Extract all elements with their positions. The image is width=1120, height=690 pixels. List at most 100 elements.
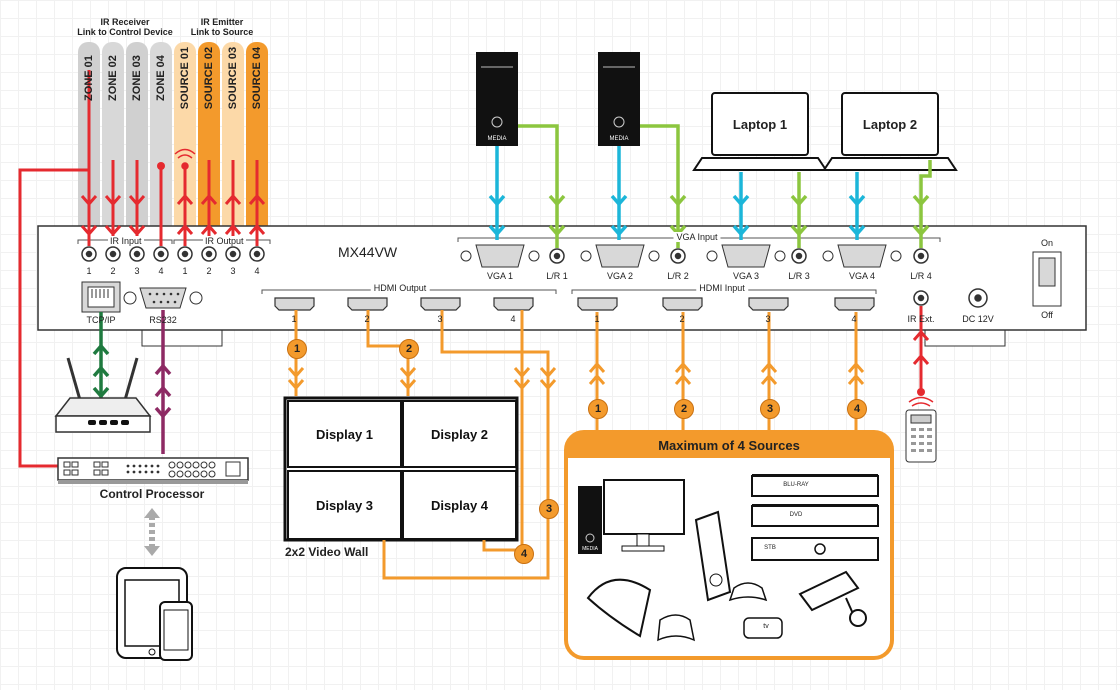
vga-input-label: VGA Input — [673, 232, 721, 242]
wireless-link-arrow — [144, 508, 160, 556]
ir-arrow-heads — [80, 193, 266, 237]
mx44vw-chassis — [37, 225, 1087, 347]
lr-port-1: L/R 1 — [546, 271, 568, 281]
ir-receiver-subtitle: Link to Control Device — [77, 27, 173, 37]
ir-cables — [18, 70, 259, 468]
pc-tower-2 — [598, 52, 640, 146]
ir-output-port-1: 1 — [182, 266, 188, 276]
hdmi-input-port-3: 3 — [765, 314, 771, 324]
control-processor-label: Control Processor — [99, 487, 205, 501]
laptop-1-label: Laptop 1 — [732, 117, 788, 132]
hdmi-output-port-4: 4 — [510, 314, 516, 324]
vga-connectors — [460, 244, 902, 268]
tcpip-label: TCP/IP — [86, 315, 116, 325]
source-01-label: SOURCE 01 — [179, 46, 191, 110]
ir-input-port-2: 2 — [110, 266, 116, 276]
power-switch — [1032, 251, 1062, 307]
ir-input-port-4: 4 — [158, 266, 164, 276]
laptop-2-graphic — [822, 92, 958, 171]
remote-graphic — [905, 396, 937, 463]
video-wall-caption: 2x2 Video Wall — [285, 545, 369, 559]
network-cables — [92, 310, 172, 454]
rs232-port — [123, 287, 203, 309]
input-marker-4: 4 — [847, 399, 867, 419]
stb-label: STB — [764, 545, 776, 551]
vga-port-4: VGA 4 — [848, 271, 876, 281]
source-04-label: SOURCE 04 — [251, 46, 263, 110]
ir-signal-icon — [174, 148, 196, 170]
zone-03-label: ZONE 03 — [131, 55, 143, 101]
laptop-2-label: Laptop 2 — [862, 117, 918, 132]
output-marker-1: 1 — [287, 339, 307, 359]
source-03-label: SOURCE 03 — [227, 46, 239, 110]
hdmi-output-port-3: 3 — [437, 314, 443, 324]
sources-box-title: Maximum of 4 Sources — [658, 438, 800, 453]
lr-port-3: L/R 3 — [788, 271, 810, 281]
input-marker-3: 3 — [760, 399, 780, 419]
display-4: Display 4 — [402, 470, 517, 540]
audio-cables — [518, 124, 932, 248]
source-appletv-graphic — [743, 617, 783, 639]
dvd-label: DVD — [789, 512, 803, 518]
output-marker-4: 4 — [514, 544, 534, 564]
ir-output-label: IR Output — [203, 236, 246, 246]
source-bluray-graphic — [751, 474, 879, 497]
device-model: MX44VW — [338, 244, 398, 260]
source-camera-graphic — [798, 570, 867, 627]
source-pc-graphic — [578, 479, 685, 554]
display-2: Display 2 — [402, 400, 517, 468]
ir-emitter-subtitle: Link to Source — [190, 27, 254, 37]
display-1: Display 1 — [287, 400, 402, 468]
input-marker-2: 2 — [674, 399, 694, 419]
bluray-label: BLU-RAY — [783, 482, 809, 488]
ir-output-port-4: 4 — [254, 266, 260, 276]
vga-port-1: VGA 1 — [486, 271, 514, 281]
ir-input-port-3: 3 — [134, 266, 140, 276]
tcpip-port — [81, 281, 121, 313]
ir-probe-icon — [157, 162, 165, 170]
source-xbox-graphic — [694, 510, 768, 602]
power-on-label: On — [1040, 238, 1054, 248]
lr-port-2: L/R 2 — [667, 271, 689, 281]
hdmi-output-port-2: 2 — [364, 314, 370, 324]
pc-tower-1 — [476, 52, 518, 146]
ir-emitter-title: IR Emitter — [200, 17, 244, 27]
ir-input-label: IR Input — [108, 236, 144, 246]
dc-12v-label: DC 12V — [962, 314, 994, 324]
hdmi-output-cables — [294, 310, 550, 580]
zone-01-label: ZONE 01 — [83, 55, 95, 101]
hdmi-output-port-1: 1 — [291, 314, 297, 324]
power-off-label: Off — [1041, 310, 1053, 320]
ir-output-port-2: 2 — [206, 266, 212, 276]
phone-graphic — [159, 601, 193, 661]
hdmi-input-label: HDMI Input — [696, 283, 748, 293]
source-ps3-graphic — [586, 578, 696, 642]
appletv-label: tv — [763, 623, 769, 630]
zone-04-label: ZONE 04 — [155, 55, 167, 101]
control-processor-graphic — [57, 457, 249, 484]
pc-2-label: MEDIA — [609, 136, 629, 142]
hdmi-input-port-1: 1 — [594, 314, 600, 324]
hdmi-input-port-2: 2 — [679, 314, 685, 324]
zone-02-label: ZONE 02 — [107, 55, 119, 101]
router-graphic — [54, 357, 152, 433]
lr-port-4: L/R 4 — [910, 271, 932, 281]
ir-ext-cable — [912, 306, 930, 392]
input-marker-1: 1 — [588, 399, 608, 419]
output-marker-2: 2 — [399, 339, 419, 359]
source-pc-label: MEDIA — [582, 546, 598, 552]
hdmi-output-label: HDMI Output — [370, 283, 430, 293]
ir-ext-probe-icon — [917, 388, 925, 396]
hdmi-connectors — [274, 297, 875, 311]
vga-port-2: VGA 2 — [606, 271, 634, 281]
hdmi-input-port-4: 4 — [851, 314, 857, 324]
vga-cables — [488, 146, 866, 240]
rs232-label: RS232 — [149, 315, 177, 325]
ir-jacks — [81, 246, 265, 262]
source-dvd-graphic — [751, 504, 879, 527]
source-02-label: SOURCE 02 — [203, 46, 215, 110]
ir-receiver-title: IR Receiver — [100, 17, 150, 27]
output-marker-3: 3 — [539, 499, 559, 519]
vga-port-3: VGA 3 — [732, 271, 760, 281]
